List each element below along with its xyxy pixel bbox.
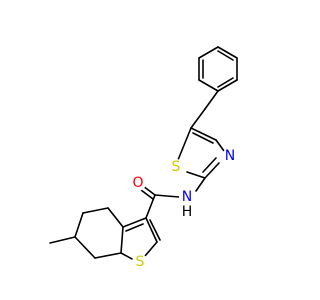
bond-inner [217,50,234,61]
bond [204,90,219,110]
bond-layer [49,46,238,261]
bond [190,127,217,141]
bond [122,217,147,228]
bond-inner [125,223,144,232]
bond [94,252,122,259]
bond [49,236,76,244]
bond [204,162,220,179]
thiazole-sulfur-label: S [172,159,181,175]
bond-inner [149,219,161,241]
bond [177,127,192,161]
amide-nitrogen-label: N [182,189,192,205]
bond-inner [217,77,234,88]
bond [142,185,156,196]
bond-inner [202,157,217,173]
bond [217,46,238,59]
bond-inner [140,189,154,200]
bond [145,217,158,243]
bond [74,212,84,238]
bond [144,241,158,257]
bond [120,226,124,254]
bond [190,108,206,129]
bond-inner [192,132,214,144]
oxygen-atom-label: O [132,175,143,191]
amide-hydrogen-label: H [182,204,193,220]
bond [195,177,206,192]
bond [186,171,206,179]
bond [74,236,96,259]
bond [82,207,109,214]
bond [217,79,238,92]
atom-label-layer: O N H N S S [130,148,238,270]
bond [198,46,219,59]
bond [215,139,225,152]
molecule-structure: O N H N S S [49,46,238,270]
bond [154,194,180,198]
bond [145,194,156,219]
thiazole-nitrogen-label: N [225,148,235,164]
thiophene-sulfur-label: S [136,254,145,270]
bond [107,207,124,228]
bond [120,252,135,261]
bond [198,79,219,92]
